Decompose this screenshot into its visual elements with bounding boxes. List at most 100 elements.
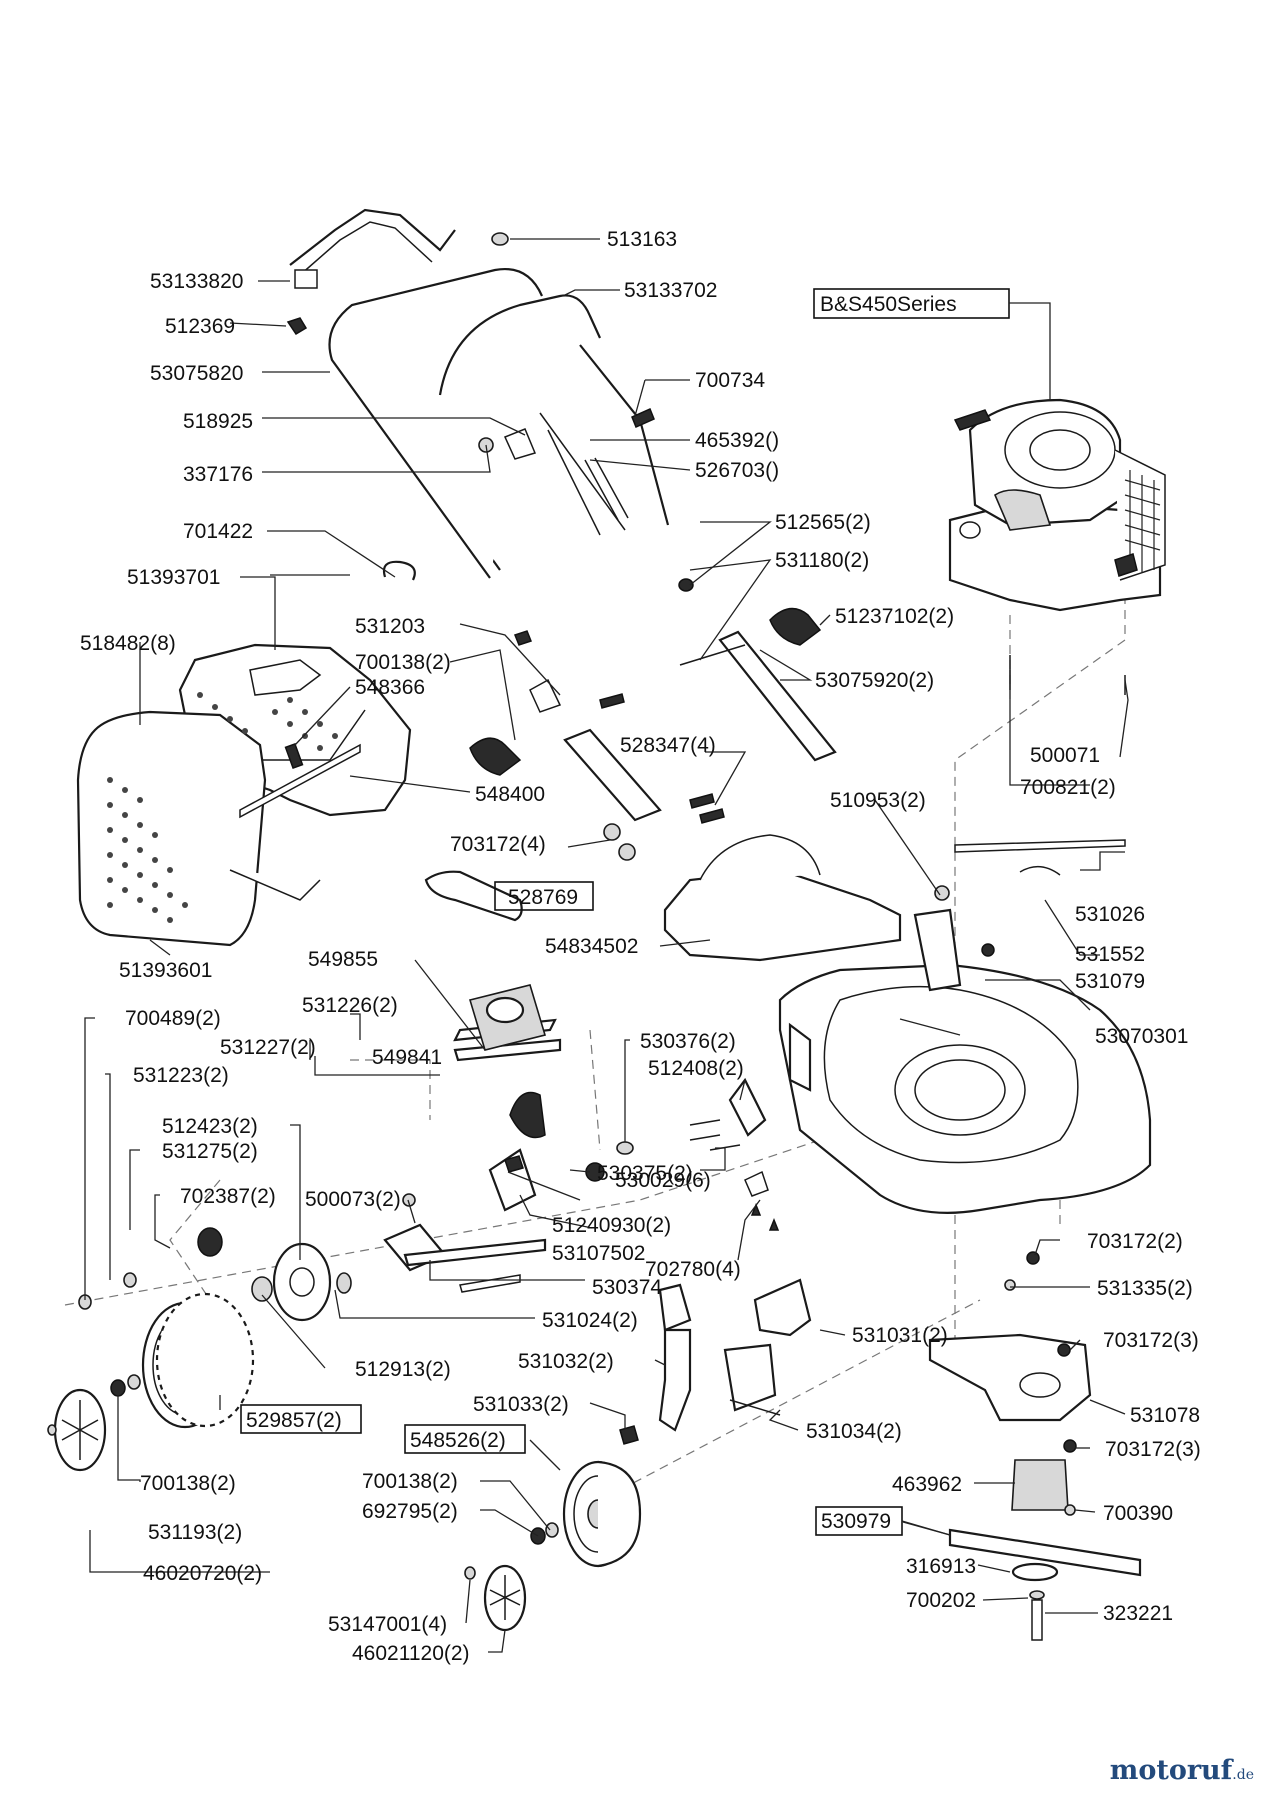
label-531275: 531275(2)	[162, 1140, 258, 1163]
cap-nut-513163	[491, 232, 509, 246]
spring-531552	[1019, 866, 1061, 876]
drive-disc-center	[289, 1267, 315, 1297]
upper-handle-53075820	[328, 267, 670, 579]
label-53147001: 53147001(4)	[328, 1613, 447, 1636]
gearbox-pulley	[485, 996, 525, 1024]
pinion-531275	[197, 1227, 223, 1257]
label-512913: 512913(2)	[355, 1358, 451, 1381]
label-53075920: 53075920(2)	[815, 669, 934, 692]
label-549855: 549855	[308, 948, 378, 971]
label-528347: 528347(4)	[620, 734, 716, 757]
bracket-53107502	[488, 1148, 537, 1212]
nut-531193	[110, 1379, 126, 1397]
label-700138-rear: 700138(2)	[140, 1472, 236, 1495]
label-700734: 700734	[695, 369, 765, 392]
label-531335: 531335(2)	[1097, 1277, 1193, 1300]
label-528769: 528769	[508, 886, 578, 909]
lower-handle-53075920	[718, 630, 837, 762]
key-700390	[1064, 1504, 1076, 1516]
rear-flap-hood	[699, 834, 821, 881]
screws-530029	[689, 1119, 741, 1151]
rear-flap-54834502	[663, 868, 902, 962]
screw-upper	[599, 693, 625, 709]
label-703172-blade: 703172(3)	[1105, 1438, 1201, 1461]
label-465392: 465392()	[695, 429, 779, 452]
axle-530374	[403, 1238, 547, 1267]
clip-548366	[284, 742, 304, 770]
washer-316913	[1011, 1562, 1059, 1582]
label-548400: 548400	[475, 783, 545, 806]
label-548366: 548366	[355, 676, 425, 699]
washer-500073	[402, 1193, 416, 1207]
bracket-531032	[658, 1328, 692, 1432]
bolt-323221	[1031, 1599, 1043, 1641]
engine-series-label: B&S450Series	[820, 293, 957, 316]
bracket-top	[529, 678, 562, 713]
washer-510953	[934, 885, 950, 901]
rear-wheel-529857	[141, 1292, 255, 1429]
nut-512565	[678, 578, 694, 592]
front-hubcap-spokes	[489, 1575, 521, 1620]
label-323221: 323221	[1103, 1602, 1173, 1625]
plate-702780	[744, 1170, 769, 1197]
label-54834502: 54834502	[545, 935, 638, 958]
label-46021120: 46021120(2)	[352, 1642, 470, 1665]
hub-531024	[459, 1274, 521, 1293]
label-530979: 530979	[821, 1510, 891, 1533]
spacer-51240930	[504, 1155, 524, 1173]
washer-531335	[1004, 1279, 1016, 1291]
label-531033: 531033(2)	[473, 1393, 569, 1416]
drive-shaft	[453, 1038, 562, 1062]
bolt-700138	[514, 630, 532, 646]
leader-lines	[84, 238, 1129, 1653]
label-702780: 702780(4)	[645, 1258, 741, 1281]
nut-703172-d	[1063, 1439, 1077, 1453]
drive-sprocket-512423	[509, 1091, 546, 1139]
label-531180: 531180(2)	[775, 549, 869, 572]
label-51240930: 51240930(2)	[552, 1214, 671, 1237]
label-530376: 530376(2)	[640, 1030, 736, 1053]
label-518925: 518925	[183, 410, 253, 433]
label-700138-front: 700138(2)	[362, 1470, 458, 1493]
label-500071: 500071	[1030, 744, 1100, 767]
label-531034: 531034(2)	[806, 1420, 902, 1443]
label-500073: 500073(2)	[305, 1188, 401, 1211]
label-51237102: 51237102(2)	[835, 605, 954, 628]
control-bail-53133820	[289, 208, 456, 289]
label-512408: 512408(2)	[648, 1057, 744, 1080]
label-529857: 529857(2)	[246, 1409, 342, 1432]
washer-700138-front	[545, 1522, 559, 1538]
hubcap-spokes	[61, 1400, 99, 1460]
knob-left	[469, 737, 522, 776]
axle-pin	[729, 1399, 781, 1416]
label-531024: 531024(2)	[542, 1309, 638, 1332]
label-531026: 531026	[1075, 903, 1145, 926]
label-53133702: 53133702	[624, 279, 717, 302]
grip-531032-top	[658, 1283, 692, 1332]
label-316913: 316913	[906, 1555, 976, 1578]
v-belt-528769	[424, 870, 523, 922]
knob-51237102	[769, 607, 822, 646]
label-51393701: 51393701	[127, 566, 220, 589]
bolts-702780	[750, 1202, 780, 1231]
blade-guard-hole	[1019, 1372, 1061, 1398]
label-700390: 700390	[1103, 1502, 1173, 1525]
label-531031: 531031(2)	[852, 1324, 948, 1347]
washer-531223	[123, 1272, 137, 1288]
bolt-700734	[631, 407, 655, 429]
label-702387: 702387(2)	[180, 1185, 276, 1208]
box-528769	[494, 881, 594, 911]
label-531552: 531552	[1075, 943, 1145, 966]
label-531079: 531079	[1075, 970, 1145, 993]
label-53075820: 53075820	[150, 362, 243, 385]
label-548526: 548526(2)	[410, 1429, 506, 1452]
watermark-brand: motoruf	[1109, 1755, 1233, 1786]
bushing-530376	[616, 1141, 634, 1155]
label-51393601: 51393601	[119, 959, 212, 982]
bracket-512408	[728, 1077, 767, 1137]
blade-530979	[948, 1528, 1142, 1577]
label-530029: 530029(6)	[615, 1169, 711, 1192]
label-53133820: 53133820	[150, 270, 243, 293]
nut-703172-deck	[1026, 1251, 1040, 1265]
